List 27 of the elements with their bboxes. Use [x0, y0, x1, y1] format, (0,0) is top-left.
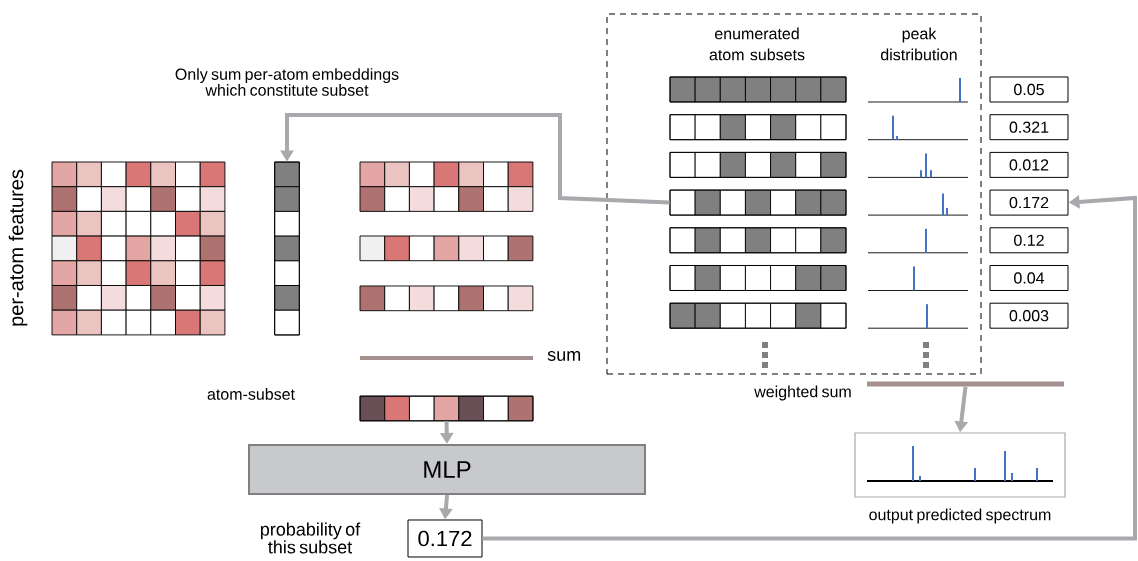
subset-mask-row — [669, 227, 847, 254]
value-box: 0.003 — [989, 302, 1069, 329]
value-box: 0.012 — [989, 151, 1069, 178]
subset-mask-row — [669, 76, 847, 103]
axis-title: per-atom features — [8, 169, 28, 326]
subset-mask-column — [274, 161, 300, 336]
column-heading: enumerated atom subsets — [709, 27, 805, 61]
value-box: 0.12 — [989, 227, 1069, 254]
value-box: 0.321 — [989, 114, 1069, 141]
caption-text: atom-subset — [207, 388, 295, 400]
value-box: 0.04 — [989, 265, 1069, 291]
value-box: 0.05 — [989, 76, 1069, 103]
node-caption: output predicted spectrum — [869, 508, 1051, 524]
annotation: Only sum per-atom embeddings which constitute subset — [175, 68, 399, 96]
mlp-box: MLP — [248, 444, 646, 495]
embedding-vector — [359, 395, 534, 422]
node-caption: weighted sum — [754, 385, 851, 401]
sum-label: sum — [547, 351, 581, 361]
caption-text: probability of this subset — [260, 522, 361, 554]
subset-mask-row — [669, 265, 847, 291]
value-box: 0.172 — [989, 189, 1069, 216]
subset-mask-row — [669, 151, 847, 178]
subset-mask-row — [669, 302, 847, 329]
subset-mask-row — [669, 189, 847, 216]
column-heading: peak distribution — [881, 27, 957, 61]
subset-mask-row — [669, 114, 847, 141]
value-box: 0.172 — [407, 519, 483, 558]
